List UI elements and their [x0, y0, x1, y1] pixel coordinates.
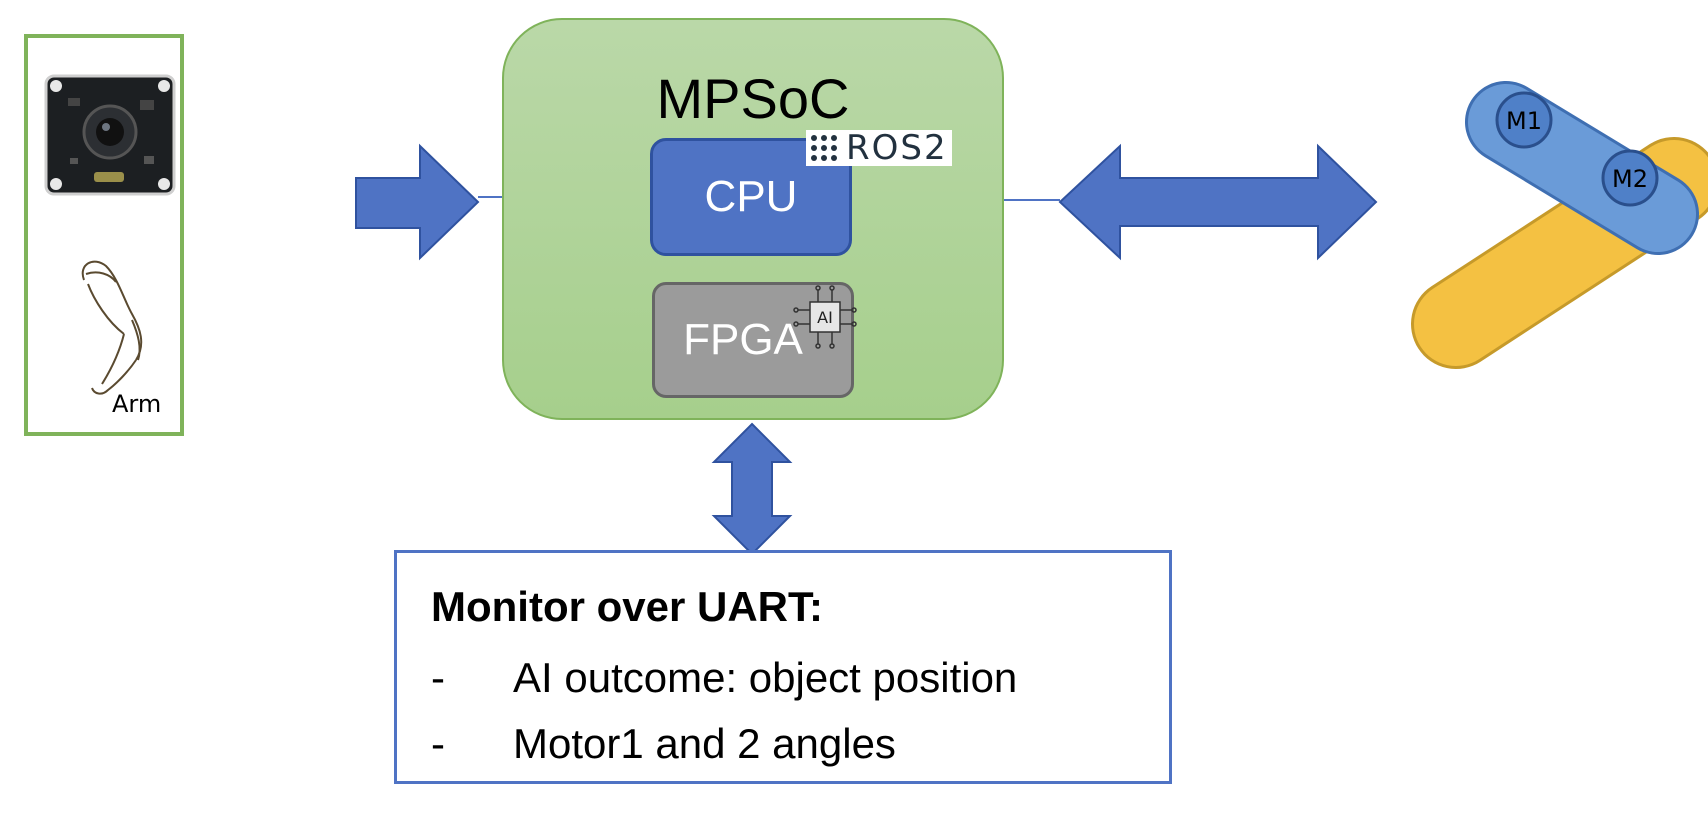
uart-link-arrow — [711, 422, 793, 556]
motor2-joint-icon — [1601, 149, 1659, 207]
monitor-item-bullet: - — [431, 654, 445, 701]
cpu-label: CPU — [704, 172, 798, 221]
ai-chip-label: AI — [817, 308, 833, 327]
input-panel-art: Arm — [44, 74, 176, 418]
arm-label: Arm — [112, 390, 161, 418]
monitor-title: Monitor over UART: — [431, 583, 823, 630]
monitor-item: - AI outcome: object position — [431, 645, 1135, 711]
fpga-block: FPGA — [652, 282, 854, 398]
monitor-item-text: Motor1 and 2 angles — [513, 720, 896, 767]
ros2-label: ROS2 — [846, 128, 948, 168]
camera-module-icon — [44, 74, 176, 196]
uart-monitor-box: Monitor over UART: - AI outcome: object … — [394, 550, 1172, 784]
ai-chip-icon: AI — [793, 285, 857, 349]
motor2-label: M2 — [1612, 165, 1648, 193]
robot-arm-illustration: M1 M2 — [1411, 81, 1708, 369]
ros2-badge: ROS2 — [806, 128, 952, 168]
ros-dots-icon — [811, 135, 837, 161]
motor1-joint-icon — [1495, 91, 1553, 149]
monitor-item-bullet: - — [431, 720, 445, 767]
fpga-label: FPGA — [683, 315, 803, 364]
monitor-item: - Motor1 and 2 angles — [431, 711, 1135, 777]
monitor-item-text: AI outcome: object position — [513, 654, 1018, 701]
input-panel: Arm — [24, 34, 184, 436]
robot-link-arrow — [1058, 143, 1378, 261]
input-arrow — [355, 143, 480, 261]
arm-sketch-icon — [81, 260, 143, 395]
mpsoc-title: MPSoC — [656, 67, 850, 130]
motor1-label: M1 — [1506, 107, 1542, 135]
